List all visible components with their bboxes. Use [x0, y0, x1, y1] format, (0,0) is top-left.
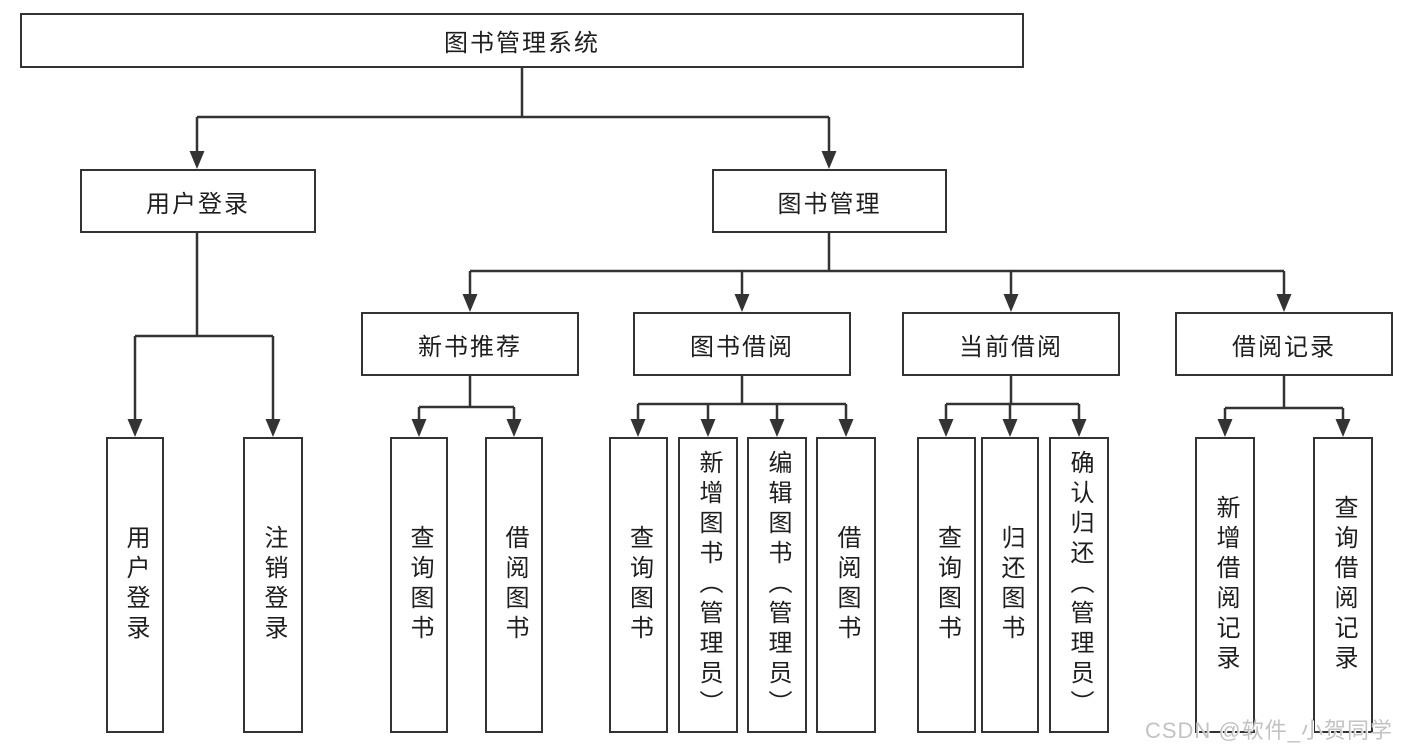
leaf-borrow-edit-books-admin: 编辑图书（管理员）: [747, 437, 807, 733]
node-current-borrow: 当前借阅: [902, 312, 1120, 376]
leaf-user-login: 用户登录: [106, 437, 164, 733]
leaf-borrow-add-books-admin: 新增图书（管理员）: [678, 437, 738, 733]
leaf-current-return-books: 归还图书: [981, 437, 1039, 733]
leaf-borrow-query-books: 查询图书: [609, 437, 668, 733]
leaf-current-confirm-return-admin: 确认归还（管理员）: [1049, 437, 1109, 733]
leaf-borrow-borrow-books: 借阅图书: [816, 437, 876, 733]
node-root: 图书管理系统: [20, 13, 1024, 68]
node-new-book-recommend: 新书推荐: [361, 312, 579, 376]
node-borrow-records: 借阅记录: [1175, 312, 1393, 376]
leaf-current-query-books: 查询图书: [917, 437, 976, 733]
node-user-login: 用户登录: [80, 169, 316, 233]
leaf-logout: 注销登录: [243, 437, 303, 733]
leaf-newbooks-query-books: 查询图书: [390, 437, 448, 733]
leaf-newbooks-borrow-books: 借阅图书: [485, 437, 543, 733]
node-book-borrow: 图书借阅: [633, 312, 851, 376]
leaf-records-query-record: 查询借阅记录: [1313, 437, 1373, 733]
node-book-management: 图书管理: [712, 169, 947, 233]
csdn-watermark: CSDN @软件_小贺同学: [1144, 718, 1393, 743]
leaf-records-add-record: 新增借阅记录: [1195, 437, 1255, 733]
